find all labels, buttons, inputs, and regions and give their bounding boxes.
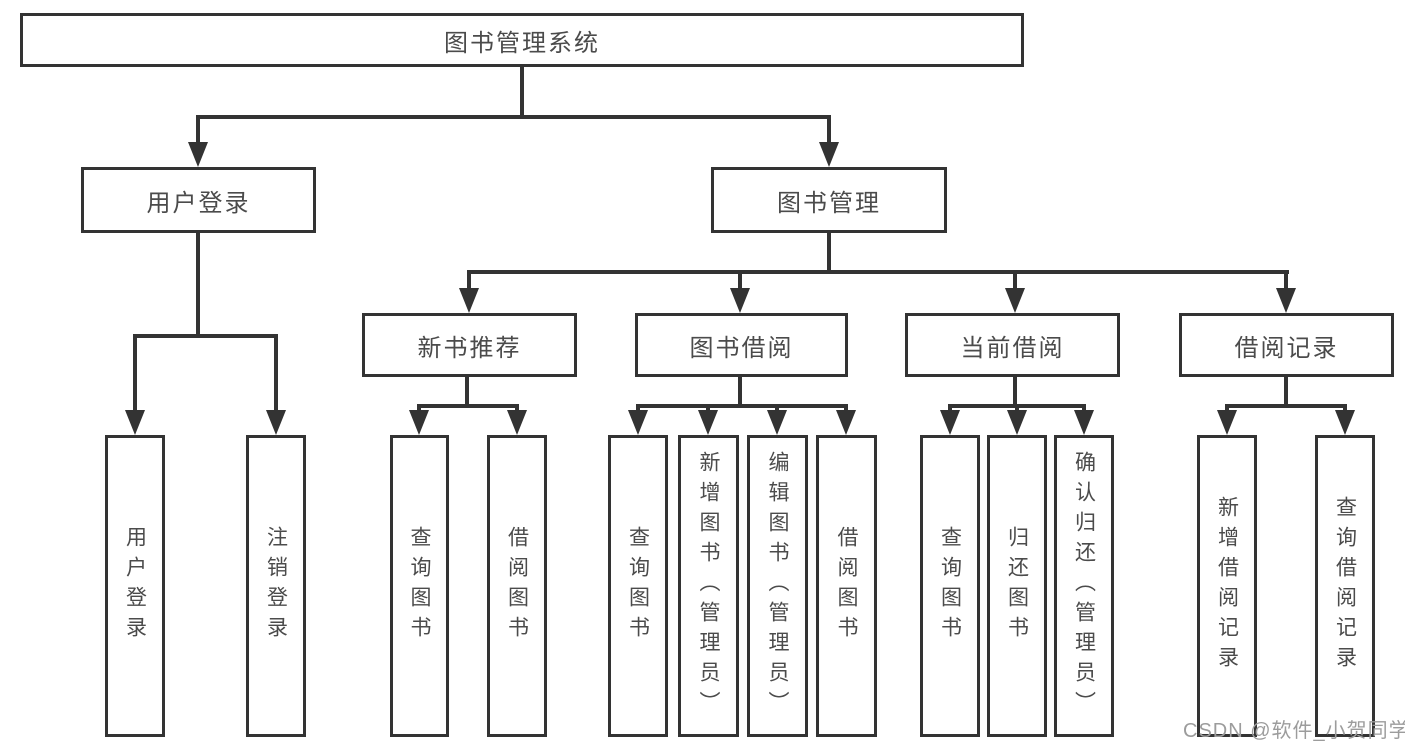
connector-stem-leaf-logout: [274, 334, 278, 412]
arrowhead-user-login: [188, 142, 208, 167]
leaf-label: 用户登录: [123, 526, 147, 646]
leaf-label: 查询图书: [938, 526, 962, 646]
arrowhead-edit-book-admin: [767, 410, 787, 435]
leaf-logout: 注销登录: [246, 435, 306, 737]
connector-records-bar: [1225, 404, 1347, 408]
arrowhead-leaf-logout: [266, 410, 286, 435]
connector-stem-book-management: [827, 115, 831, 146]
leaf-add-borrow-record: 新增借阅记录: [1197, 435, 1257, 737]
connector-stem-book-borrowing: [738, 270, 742, 292]
arrowhead-return-book: [1007, 410, 1027, 435]
node-label: 用户登录: [146, 189, 251, 217]
connector-borrowing-trunk: [738, 377, 742, 408]
leaf-query-books-borrowing: 查询图书: [608, 435, 668, 737]
connector-stem-leaf-user-login: [133, 334, 137, 412]
leaf-query-borrow-record: 查询借阅记录: [1315, 435, 1375, 737]
connector-stem-current-borrowing: [1013, 270, 1017, 292]
leaf-query-books-current: 查询图书: [920, 435, 980, 737]
arrowhead-book-management: [819, 142, 839, 167]
connector-recommend-bar: [417, 404, 519, 408]
connector-root-trunk: [520, 66, 524, 117]
node-user-login: 用户登录: [81, 167, 316, 233]
connector-stem: [775, 404, 779, 414]
leaf-label: 新增借阅记录: [1215, 496, 1239, 676]
arrowhead-add-borrow-record: [1217, 410, 1237, 435]
connector-stem: [1082, 404, 1086, 414]
arrowhead-query-books-borrowing: [628, 410, 648, 435]
leaf-user-login: 用户登录: [105, 435, 165, 737]
leaf-confirm-return-admin: 确认归还（管理员）: [1054, 435, 1114, 737]
leaf-label: 编辑图书（管理员）: [766, 451, 789, 721]
leaf-borrow-books-borrowing: 借阅图书: [816, 435, 877, 737]
leaf-borrow-books-recommend: 借阅图书: [487, 435, 547, 737]
node-library-system: 图书管理系统: [20, 13, 1024, 67]
leaf-label: 新增图书（管理员）: [697, 451, 720, 721]
connector-root-bar: [196, 115, 831, 119]
node-label: 当前借阅: [960, 334, 1065, 362]
leaf-label: 确认归还（管理员）: [1072, 451, 1096, 721]
node-book-management: 图书管理: [711, 167, 947, 233]
connector-stem: [636, 404, 640, 414]
connector-stem: [515, 404, 519, 414]
node-book-borrowing: 图书借阅: [635, 313, 848, 377]
node-new-book-recommend: 新书推荐: [362, 313, 577, 377]
node-borrowing-records: 借阅记录: [1179, 313, 1394, 377]
arrowhead-borrow-books-recommend: [507, 410, 527, 435]
connector-stem: [1015, 404, 1019, 414]
connector-user-login-bar: [133, 334, 278, 338]
connector-stem: [844, 404, 848, 414]
leaf-label: 查询借阅记录: [1333, 496, 1357, 676]
arrowhead-add-book-admin: [698, 410, 718, 435]
connector-recommend-trunk: [465, 377, 469, 408]
connector-records-trunk: [1284, 377, 1288, 408]
arrowhead-borrowing-records: [1276, 288, 1296, 313]
watermark: CSDN @软件_小贺同学: [1183, 720, 1405, 742]
connector-book-management-trunk: [827, 233, 831, 274]
connector-borrowing-bar: [636, 404, 848, 408]
leaf-label: 查询图书: [626, 526, 650, 646]
connector-stem: [1343, 404, 1347, 414]
leaf-edit-book-admin: 编辑图书（管理员）: [747, 435, 808, 737]
connector-stem: [948, 404, 952, 414]
connector-stem: [417, 404, 421, 414]
leaf-label: 查询图书: [408, 526, 431, 646]
connector-stem-user-login: [196, 115, 200, 146]
arrowhead-current-borrowing: [1005, 288, 1025, 313]
node-label: 新书推荐: [417, 334, 522, 362]
connector-stem: [706, 404, 710, 414]
arrowhead-book-borrowing: [730, 288, 750, 313]
arrowhead-new-book-recommend: [459, 288, 479, 313]
arrowhead-borrow-books-borrowing: [836, 410, 856, 435]
node-label: 借阅记录: [1234, 334, 1339, 362]
connector-stem-new-book-recommend: [467, 270, 471, 292]
leaf-return-book: 归还图书: [987, 435, 1047, 737]
node-label: 图书管理: [777, 189, 881, 217]
connector-stem: [1225, 404, 1229, 414]
node-current-borrowing: 当前借阅: [905, 313, 1120, 377]
connector-user-login-trunk: [196, 233, 200, 336]
arrowhead-leaf-user-login: [125, 410, 145, 435]
arrowhead-query-books-recommend: [409, 410, 429, 435]
leaf-query-books-recommend: 查询图书: [390, 435, 449, 737]
arrowhead-query-borrow-record: [1335, 410, 1355, 435]
leaf-label: 注销登录: [264, 526, 288, 646]
arrowhead-confirm-return-admin: [1074, 410, 1094, 435]
connector-stem-borrowing-records: [1284, 270, 1288, 292]
connector-current-trunk: [1013, 377, 1017, 408]
leaf-label: 借阅图书: [835, 526, 858, 646]
node-label: 图书管理系统: [444, 29, 600, 57]
connector-level3-bar: [467, 270, 1289, 274]
leaf-label: 借阅图书: [505, 526, 529, 646]
node-label: 图书借阅: [689, 334, 794, 362]
leaf-add-book-admin: 新增图书（管理员）: [678, 435, 739, 737]
arrowhead-query-books-current: [940, 410, 960, 435]
leaf-label: 归还图书: [1005, 526, 1029, 646]
